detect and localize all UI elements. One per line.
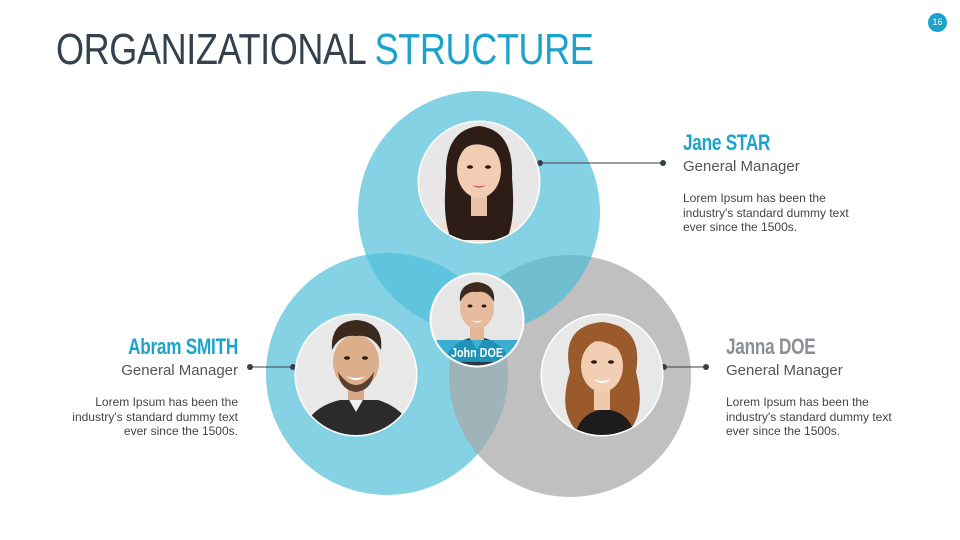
person-card-top: Jane STAR General Manager Lorem Ipsum ha… — [683, 130, 873, 235]
connector-left — [247, 364, 296, 370]
photo-abram-smith — [294, 313, 418, 437]
person-role: General Manager — [683, 158, 800, 175]
person-name: Jane STAR — [683, 130, 771, 155]
person-description: Lorem Ipsum has been the industry's stan… — [726, 395, 892, 438]
center-person-name: John DOE — [451, 345, 503, 360]
title-part-organizational: ORGANIZATIONAL — [56, 25, 365, 74]
person-name: Janna DOE — [726, 334, 816, 359]
center-name-band — [431, 340, 523, 362]
slide-title: ORGANIZATIONAL STRUCTURE — [56, 22, 594, 78]
person-card-left: Abram SMITH General Manager Lorem Ipsum … — [48, 334, 238, 439]
person-role: General Manager — [121, 362, 238, 379]
person-description: Lorem Ipsum has been the industry's stan… — [72, 395, 238, 438]
photo-janna-doe — [540, 313, 664, 437]
photo-john-doe: John DOE — [429, 272, 525, 368]
person-description: Lorem Ipsum has been the industry's stan… — [683, 191, 849, 234]
page-number-badge: 16 — [928, 13, 947, 32]
person-card-right: Janna DOE General Manager Lorem Ipsum ha… — [726, 334, 916, 439]
connector-top — [537, 160, 666, 166]
person-role: General Manager — [726, 362, 843, 379]
person-name: Abram SMITH — [128, 334, 238, 359]
title-part-structure: STRUCTURE — [374, 25, 594, 74]
photo-jane-star — [417, 120, 541, 244]
